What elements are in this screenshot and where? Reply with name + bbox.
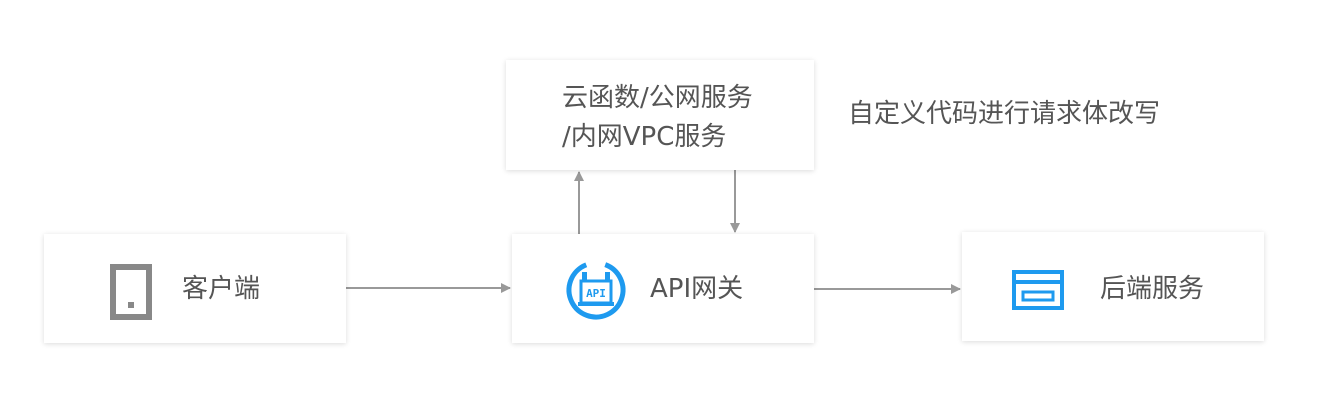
api-gateway-icon: API [566,260,626,320]
api-icon-text: API [586,287,606,300]
client-node: 客户端 [44,234,346,343]
function-label-line2: /内网VPC服务 [562,122,727,152]
mobile-phone-icon [110,264,152,320]
function-node: 云函数/公网服务 /内网VPC服务 [506,60,814,170]
server-window-icon [1012,270,1064,310]
rewrite-annotation: 自定义代码进行请求体改写 [848,99,1161,129]
backend-node: 后端服务 [962,232,1264,341]
gateway-node: API API网关 [512,234,814,343]
client-label: 客户端 [182,274,261,304]
function-label-line1: 云函数/公网服务 [562,83,753,113]
backend-label: 后端服务 [1100,274,1205,304]
gateway-label: API网关 [650,274,744,304]
